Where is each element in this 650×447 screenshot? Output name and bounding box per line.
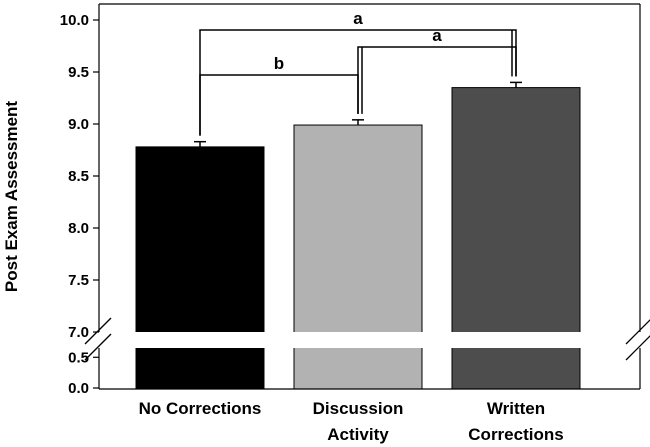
break-mark-0-a bbox=[84, 317, 112, 345]
y-tick-9-0-label: 9.0 bbox=[68, 116, 89, 133]
x-category-label-2-line-1: Corrections bbox=[468, 425, 563, 444]
break-mark-1-b bbox=[625, 335, 650, 361]
bar-0 bbox=[135, 146, 265, 390]
x-category-label-1-line-0: Discussion bbox=[313, 399, 404, 418]
y-tick-9-5-label: 9.5 bbox=[68, 64, 89, 81]
y-tick-7-5-label: 7.5 bbox=[68, 272, 89, 289]
significance-bracket-1-label: a bbox=[432, 26, 442, 45]
x-category-label-1-line-1: Activity bbox=[327, 425, 389, 444]
y-tick-7-0-label: 7.0 bbox=[68, 324, 89, 341]
break-mark-0-b bbox=[84, 333, 112, 361]
y-tick-8-5-label: 8.5 bbox=[68, 168, 89, 185]
x-category-label-0: No Corrections bbox=[139, 399, 262, 418]
bar-1 bbox=[293, 124, 423, 390]
significance-bracket-0-label: b bbox=[274, 54, 284, 73]
x-category-label-2-line-0: Written bbox=[487, 399, 545, 418]
y-tick-0-0-low-label: 0.0 bbox=[68, 380, 89, 397]
y-axis-label: Post Exam Assessment bbox=[2, 101, 21, 293]
plot-area: 7.0 7.5 8.0 8.5 9.0 9.5 10.0 0.0 0.5 No Correctio… bbox=[60, 3, 650, 444]
y-tick-0-5-low-label: 0.5 bbox=[68, 349, 89, 366]
significance-bracket-2-label: a bbox=[353, 9, 363, 28]
y-tick-10-0-label: 10.0 bbox=[60, 12, 89, 29]
significance-bracket-2-line bbox=[199, 29, 517, 136]
y-tick-8-0-label: 8.0 bbox=[68, 220, 89, 237]
break-mark-1-a bbox=[625, 319, 650, 345]
axis-break-gap bbox=[79, 332, 650, 348]
